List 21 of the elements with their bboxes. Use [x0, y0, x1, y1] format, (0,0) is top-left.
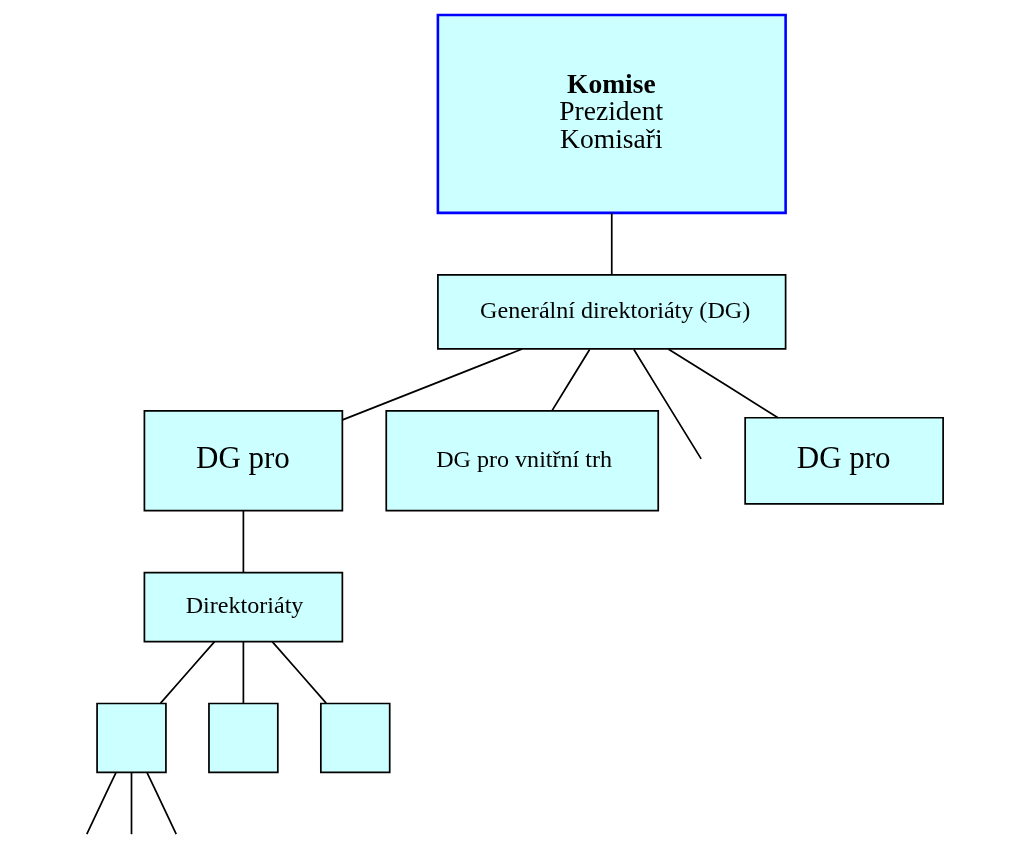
- connector: [610, 212, 613, 276]
- connector: [159, 640, 216, 704]
- node-box: Komise Prezident Komisaři: [436, 13, 787, 215]
- connector: [341, 348, 523, 421]
- connector: [146, 771, 178, 836]
- connector: [551, 348, 591, 412]
- node-box: [320, 702, 391, 774]
- node-box: DG pro vnitřní trh: [385, 410, 660, 512]
- connector: [667, 348, 779, 419]
- node-box: DG pro: [744, 416, 944, 505]
- connector: [85, 771, 117, 836]
- node-box: DG pro: [143, 410, 344, 512]
- node-box: Direktoriáty: [143, 571, 344, 643]
- connector: [130, 771, 133, 836]
- node-box: [208, 702, 279, 774]
- connector: [242, 640, 245, 704]
- connector: [271, 640, 328, 704]
- connector: [242, 510, 245, 574]
- connector: [633, 348, 702, 460]
- node-box: [96, 702, 167, 774]
- node-box: Generální direktoriáty (DG): [437, 274, 787, 350]
